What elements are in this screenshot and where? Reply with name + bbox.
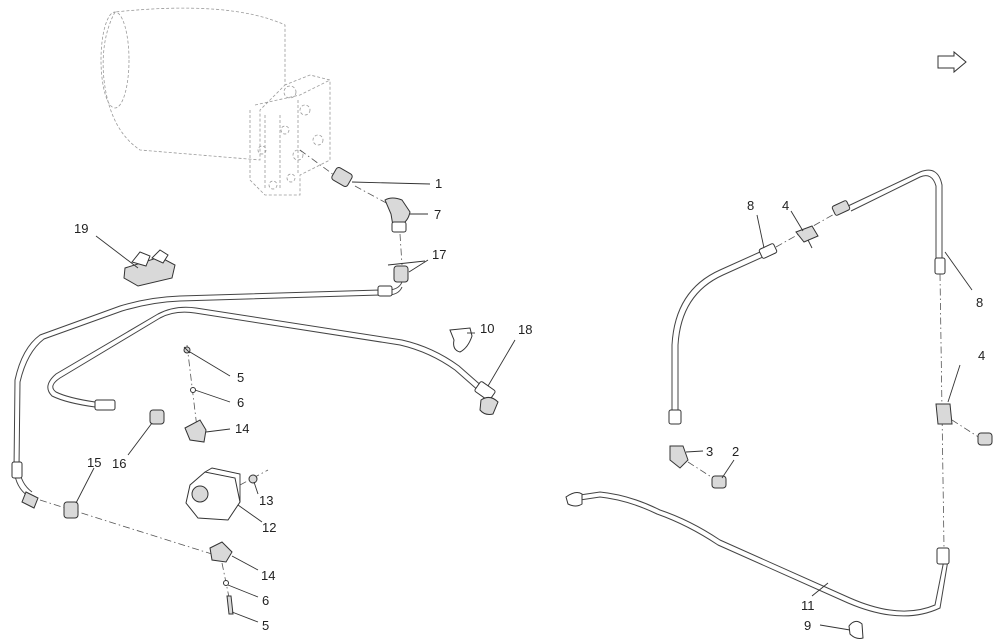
part-14-upper-block xyxy=(184,419,207,443)
callout-18: 18 xyxy=(518,322,532,337)
part-2-fitting xyxy=(711,475,727,489)
part-16-fitting xyxy=(149,409,165,425)
callout-15: 15 xyxy=(87,455,101,470)
upper-bolt-stack xyxy=(183,344,199,437)
callout-7: 7 xyxy=(434,207,441,222)
next-page-arrow-icon[interactable] xyxy=(937,50,967,74)
callout-14-upper: 14 xyxy=(235,421,249,436)
callout-11: 11 xyxy=(801,598,815,613)
callout-4-upper: 4 xyxy=(782,198,789,213)
callout-12: 12 xyxy=(262,520,276,535)
part-1-adapter xyxy=(299,149,431,187)
leader-lines xyxy=(75,210,973,631)
callout-1: 1 xyxy=(435,176,442,191)
part-10-clip xyxy=(449,327,473,353)
callout-17: 17 xyxy=(432,247,446,262)
callout-5-lower: 5 xyxy=(262,618,269,633)
callout-2: 2 xyxy=(732,444,739,459)
callout-14-lower: 14 xyxy=(261,568,275,583)
callout-6-lower: 6 xyxy=(262,593,269,608)
part-9-cap xyxy=(848,620,864,639)
left-hose-lower xyxy=(47,306,499,415)
callout-3: 3 xyxy=(706,444,713,459)
callout-4-right: 4 xyxy=(978,348,985,363)
callout-16: 16 xyxy=(112,456,126,471)
callout-5-upper: 5 xyxy=(237,370,244,385)
callout-19: 19 xyxy=(74,221,88,236)
phantom-power-unit xyxy=(100,7,331,196)
callout-9: 9 xyxy=(804,618,811,633)
part-3-elbow xyxy=(669,445,717,481)
part-11-hose xyxy=(565,491,950,617)
part-17-hose-end xyxy=(393,233,429,283)
callout-8-right: 8 xyxy=(976,295,983,310)
part-4-right-tee xyxy=(935,403,993,446)
part-7-elbow xyxy=(354,185,428,233)
part-4-upper-tee xyxy=(795,225,819,249)
callout-8-left: 8 xyxy=(747,198,754,213)
callout-13: 13 xyxy=(259,493,273,508)
callout-10: 10 xyxy=(480,321,494,336)
part-14-lower-block xyxy=(209,541,234,615)
part-15-fitting xyxy=(39,499,216,556)
part-19-clamp xyxy=(123,249,176,287)
callout-labels: 1 7 17 19 10 18 5 6 14 16 15 13 12 14 6 … xyxy=(74,176,985,633)
part-12-pump xyxy=(185,467,269,521)
right-hose-loop xyxy=(668,169,946,549)
left-hose-upper xyxy=(11,281,403,509)
callout-6-upper: 6 xyxy=(237,395,244,410)
